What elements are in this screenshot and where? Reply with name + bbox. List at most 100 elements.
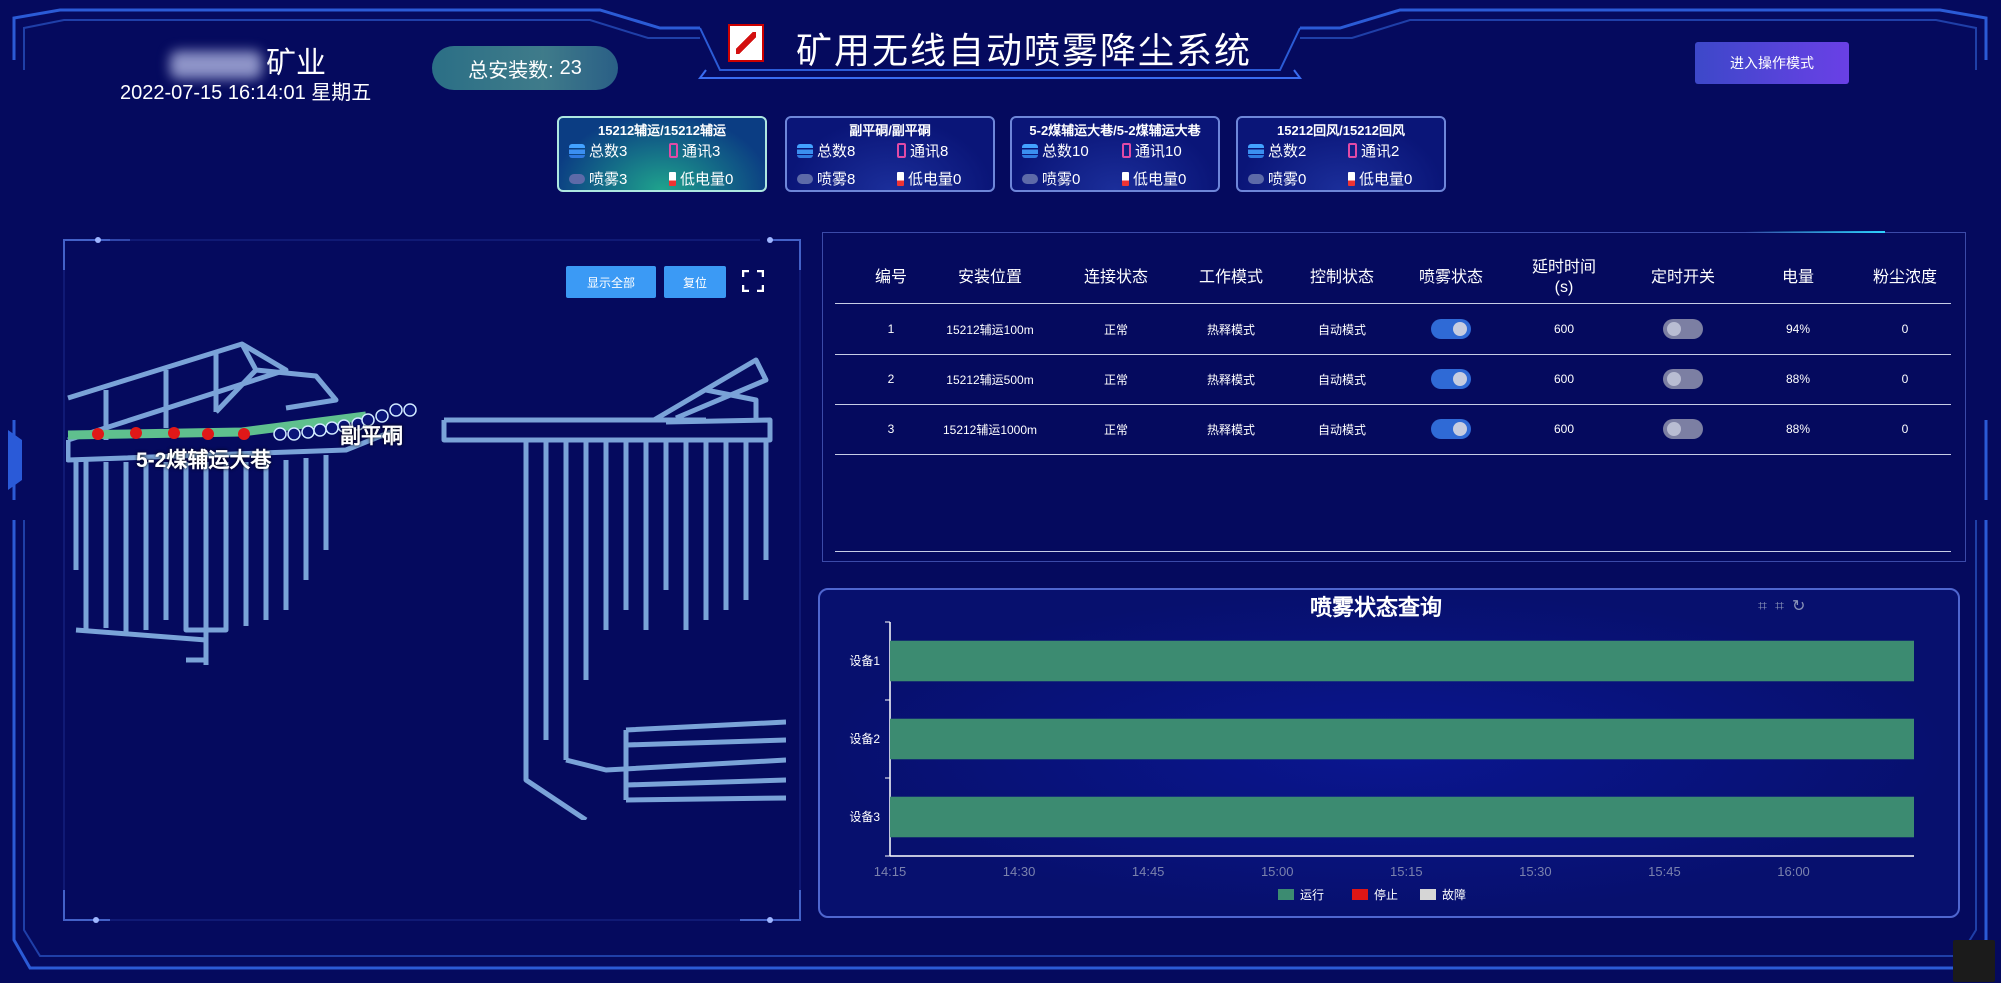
table-cell-dust: 0 xyxy=(1901,422,1909,436)
card-spray: 喷雾0 xyxy=(1248,168,1306,189)
x-tick-label: 16:00 xyxy=(1777,864,1810,879)
table-header-cell: 喷雾状态 xyxy=(1418,269,1483,286)
zoom-icon[interactable]: ⌗ xyxy=(1758,598,1776,615)
corner-widget xyxy=(1953,940,1995,982)
card-comm-text: 通讯8 xyxy=(910,143,949,160)
device-table-panel: 编号安装位置连接状态工作模式控制状态喷雾状态延时时间 (s)定时开关电量粉尘浓度… xyxy=(822,231,1966,562)
card-low-battery-text: 低电量0 xyxy=(908,171,962,188)
table-cell-id: 3 xyxy=(887,422,895,436)
current-datetime: 2022-07-15 16:14:01 星期五 xyxy=(120,82,372,104)
area-card[interactable]: 15212回风/15212回风总数2 通讯2 喷雾0 低电量0 xyxy=(1236,116,1446,192)
battery-icon xyxy=(897,171,904,186)
card-low-battery: 低电量0 xyxy=(897,168,961,189)
card-total-text: 总数3 xyxy=(589,143,628,160)
spray-icon xyxy=(1248,173,1264,184)
x-tick-label: 14:15 xyxy=(874,864,907,879)
table-cell-battery: 94% xyxy=(1785,322,1811,336)
layers-icon xyxy=(1248,143,1264,158)
card-low-battery-text: 低电量0 xyxy=(680,171,734,188)
phone-icon xyxy=(897,143,906,158)
legend-swatch xyxy=(1420,889,1436,900)
spray-icon xyxy=(1022,173,1038,184)
map-label-tunnel: 5-2煤辅运大巷 xyxy=(136,449,272,472)
enter-operation-mode-button[interactable]: 进入操作模式 xyxy=(1695,42,1849,84)
reset-button[interactable]: 复位 xyxy=(664,266,726,298)
layers-icon xyxy=(797,143,813,158)
layers-icon xyxy=(1022,143,1038,158)
table-cell-mode: 热释模式 xyxy=(1206,322,1255,337)
legend-swatch xyxy=(1352,889,1368,900)
spray-icon xyxy=(797,173,813,184)
area-card-title: 15212回风/15212回风 xyxy=(1277,123,1405,138)
area-card[interactable]: 副平硐/副平硐总数8 通讯8 喷雾8 低电量0 xyxy=(785,116,995,192)
fullscreen-icon[interactable] xyxy=(742,270,764,292)
system-title: 矿用无线自动喷雾降尘系统 xyxy=(796,30,1253,71)
table-header-cell: 编号 xyxy=(874,269,907,286)
phone-icon xyxy=(1122,143,1131,158)
table-cell-conn: 正常 xyxy=(1103,322,1128,337)
toggle-knob xyxy=(1453,422,1467,436)
x-tick-label: 15:15 xyxy=(1390,864,1423,879)
spray-toggle[interactable] xyxy=(1431,419,1471,439)
timer-toggle[interactable] xyxy=(1663,369,1703,389)
table-header-cell: 工作模式 xyxy=(1198,269,1263,286)
card-comm: 通讯10 xyxy=(1122,140,1182,161)
total-installed-badge: 总安装数: 23 xyxy=(432,46,618,90)
battery-icon xyxy=(1348,171,1355,186)
phone-icon xyxy=(1348,143,1357,158)
area-card-title: 5-2煤辅运大巷/5-2煤辅运大巷 xyxy=(1029,123,1201,138)
total-installed-label: 总安装数: xyxy=(468,59,554,82)
card-low-battery: 低电量0 xyxy=(1122,168,1186,189)
toggle-knob xyxy=(1667,322,1681,336)
legend-item[interactable]: 运行 xyxy=(1278,886,1324,903)
x-tick-label: 15:00 xyxy=(1261,864,1294,879)
table-header-cell: 定时开关 xyxy=(1650,269,1715,286)
card-total: 总数10 xyxy=(1022,140,1089,161)
table-cell-location: 15212辅运1000m xyxy=(942,422,1038,437)
card-spray: 喷雾8 xyxy=(797,168,855,189)
legend-item[interactable]: 故障 xyxy=(1420,886,1466,903)
y-tick-label: 设备3 xyxy=(849,810,880,824)
spray-status-cell xyxy=(1401,404,1501,454)
spray-toggle[interactable] xyxy=(1431,319,1471,339)
total-installed-value: 23 xyxy=(559,56,582,79)
device-table-header: 编号安装位置连接状态工作模式控制状态喷雾状态延时时间 (s)定时开关电量粉尘浓度 xyxy=(835,253,1951,304)
card-low-battery: 低电量0 xyxy=(1348,168,1412,189)
timer-toggle[interactable] xyxy=(1663,319,1703,339)
battery-icon xyxy=(1122,171,1129,186)
table-header-cell: 粉尘浓度 xyxy=(1872,269,1937,286)
card-total-text: 总数8 xyxy=(817,143,856,160)
chart-title: 喷雾状态查询 xyxy=(1310,595,1443,620)
y-tick-label: 设备2 xyxy=(849,732,880,746)
timer-toggle[interactable] xyxy=(1663,419,1703,439)
table-cell-battery: 88% xyxy=(1785,372,1811,386)
show-all-button[interactable]: 显示全部 xyxy=(566,266,656,298)
area-card-title: 副平硐/副平硐 xyxy=(849,123,931,138)
card-low-battery: 低电量0 xyxy=(669,168,733,189)
timer-switch-cell xyxy=(1628,354,1738,404)
table-header-cell: 安装位置 xyxy=(957,269,1022,286)
table-header-cell: 连接状态 xyxy=(1083,269,1148,286)
mine-tunnel-map[interactable] xyxy=(66,330,786,820)
card-total-text: 总数2 xyxy=(1268,143,1307,160)
spray-status-cell xyxy=(1401,304,1501,354)
company-logo-icon xyxy=(728,24,764,62)
table-header-cell: 电量 xyxy=(1781,269,1814,286)
timer-switch-cell xyxy=(1628,404,1738,454)
card-comm: 通讯2 xyxy=(1348,140,1399,161)
legend-item[interactable]: 停止 xyxy=(1352,886,1398,903)
table-cell-battery: 88% xyxy=(1785,422,1811,436)
card-spray-text: 喷雾0 xyxy=(1268,171,1307,188)
restore-icon[interactable]: ↻ xyxy=(1792,598,1814,615)
table-cell-location: 15212辅运100m xyxy=(946,322,1034,337)
zoom-reset-icon[interactable]: ⌗ xyxy=(1775,598,1793,615)
chart-toolbox[interactable]: ⌗⌗↻ xyxy=(1758,596,1813,616)
table-cell-id: 1 xyxy=(887,322,895,336)
spray-toggle[interactable] xyxy=(1431,369,1471,389)
mine-suffix: 矿业 xyxy=(266,47,326,80)
